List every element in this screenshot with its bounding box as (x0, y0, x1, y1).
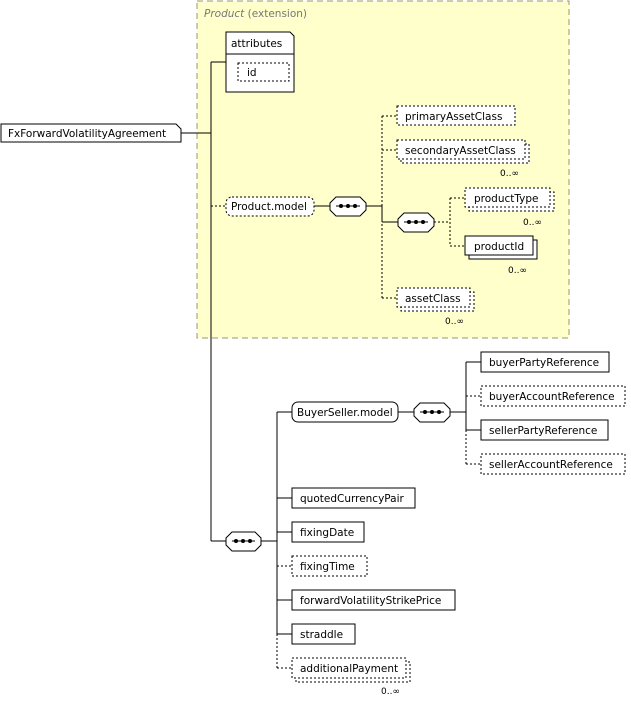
element-buyerPartyReference[interactable]: buyerPartyReference (480, 351, 610, 373)
extension-base-label: Product (extension) (204, 8, 307, 20)
element-secondaryAssetClass[interactable]: secondaryAssetClass 0..∞ (396, 139, 530, 179)
product-model-sequence-icon (329, 196, 367, 217)
element-sellerAccountReference[interactable]: sellerAccountReference (480, 453, 626, 475)
buyer-seller-model-group[interactable]: BuyerSeller.model (291, 401, 399, 423)
attribute-id-label: id (247, 67, 257, 79)
product-model-label: Product.model (231, 201, 307, 213)
element-buyerAccountReference[interactable]: buyerAccountReference (480, 385, 626, 407)
element-forwardVolatilityStrikePrice[interactable]: forwardVolatilityStrikePrice (291, 589, 456, 611)
fixingTime-label: fixingTime (300, 561, 355, 573)
sellerAccountReference-label: sellerAccountReference (489, 459, 613, 471)
fixingDate-label: fixingDate (300, 527, 354, 539)
productType-cardinality: 0..∞ (523, 218, 542, 228)
additionalPayment-label: additionalPayment (300, 663, 398, 675)
assetClass-cardinality: 0..∞ (445, 317, 464, 327)
buyerPartyReference-label: buyerPartyReference (489, 357, 599, 369)
straddle-label: straddle (300, 629, 343, 641)
product-identity-sequence-icon (397, 212, 435, 233)
secondaryAssetClass-cardinality: 0..∞ (500, 169, 519, 179)
element-assetClass[interactable]: assetClass 0..∞ (396, 287, 475, 327)
root-element[interactable]: FxForwardVolatilityAgreement (0, 123, 182, 143)
attribute-id[interactable]: id (237, 62, 290, 82)
forwardVolatilityStrikePrice-label: forwardVolatilityStrikePrice (300, 595, 441, 607)
product-model-group[interactable]: Product.model (225, 196, 315, 217)
root-element-label: FxForwardVolatilityAgreement (8, 128, 166, 140)
productType-label: productType (474, 193, 539, 205)
buyer-seller-model-label: BuyerSeller.model (297, 407, 393, 419)
element-sellerPartyReference[interactable]: sellerPartyReference (480, 419, 609, 441)
additionalPayment-cardinality: 0..∞ (381, 687, 400, 697)
productId-label: productId (474, 241, 524, 253)
element-productId[interactable]: productId 0..∞ (464, 235, 538, 276)
attributes-box: attributes id (225, 31, 295, 93)
element-productType[interactable]: productType 0..∞ (464, 187, 555, 228)
element-primaryAssetClass[interactable]: primaryAssetClass (396, 105, 516, 126)
main-sequence-icon (225, 531, 262, 552)
element-straddle[interactable]: straddle (291, 623, 356, 645)
secondaryAssetClass-label: secondaryAssetClass (405, 145, 516, 157)
buyer-seller-sequence-icon (413, 402, 451, 423)
element-quotedCurrencyPair[interactable]: quotedCurrencyPair (291, 487, 416, 509)
element-fixingDate[interactable]: fixingDate (291, 521, 365, 543)
sellerPartyReference-label: sellerPartyReference (489, 425, 597, 437)
productId-cardinality: 0..∞ (508, 266, 527, 276)
buyerAccountReference-label: buyerAccountReference (489, 391, 615, 403)
quotedCurrencyPair-label: quotedCurrencyPair (300, 493, 405, 505)
attributes-title: attributes (231, 38, 282, 50)
element-fixingTime[interactable]: fixingTime (291, 555, 368, 577)
element-additionalPayment[interactable]: additionalPayment 0..∞ (291, 657, 411, 697)
assetClass-label: assetClass (405, 293, 461, 305)
primaryAssetClass-label: primaryAssetClass (405, 111, 502, 123)
